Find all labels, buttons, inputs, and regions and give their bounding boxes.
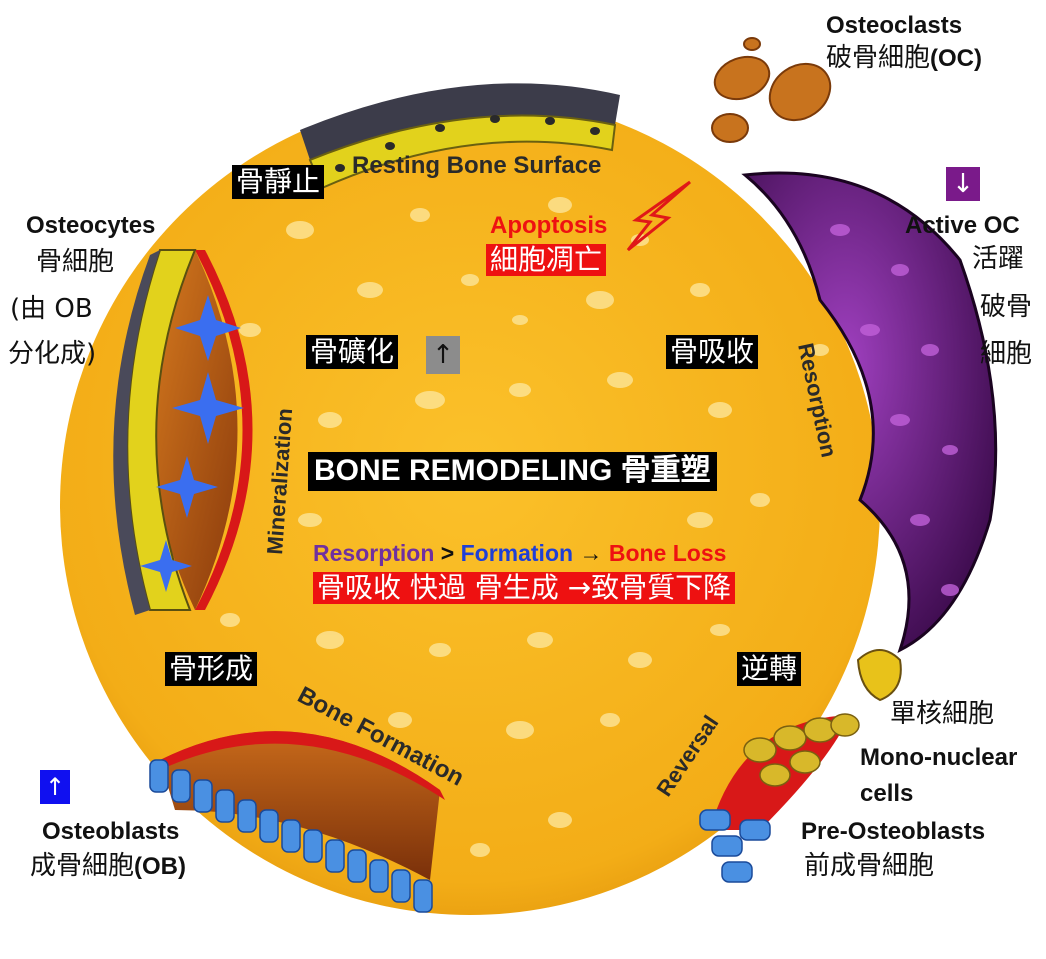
active-oc-label-zh-3: 細胞 <box>980 340 1032 370</box>
summary-zh: 骨吸收 快過 骨生成 →致骨質下降 <box>313 572 735 604</box>
mono-label-zh: 單核細胞 <box>890 700 994 730</box>
apoptosis-label-zh: 細胞凋亡 <box>486 244 606 276</box>
down-arrow-icon: ↓ <box>946 167 980 201</box>
active-oc-label-zh-2: 破骨 <box>980 293 1032 323</box>
resting-surface-label: Resting Bone Surface <box>352 152 601 180</box>
summary-loss: Bone Loss <box>609 540 727 566</box>
reversal-zh-label: 逆轉 <box>737 652 801 686</box>
osteoclasts-label-en: Osteoclasts <box>826 12 962 40</box>
resorption-zh-label: 骨吸收 <box>666 335 758 369</box>
right-arrow-icon: → <box>573 540 609 566</box>
osteoclasts-label-abbr: (OC) <box>930 45 982 72</box>
up-arrow-icon: ↑ <box>426 336 460 374</box>
active-oc-label-en: Active OC <box>905 212 1020 240</box>
formation-zh-label: 骨形成 <box>165 652 257 686</box>
osteocytes-label-zh: 骨細胞 <box>36 248 114 278</box>
mono-label-en-2: cells <box>860 780 913 808</box>
preob-label-zh: 前成骨細胞 <box>804 852 934 882</box>
resting-zh-label: 骨靜止 <box>232 165 324 199</box>
active-oc-label-zh-1: 活躍 <box>972 245 1024 275</box>
apoptosis-label-en: Apoptosis <box>490 212 607 240</box>
osteocytes-label-en: Osteocytes <box>26 212 155 240</box>
osteoblasts-label-en: Osteoblasts <box>42 818 179 846</box>
preob-label-en: Pre-Osteoblasts <box>801 818 985 846</box>
osteoblasts-label-zh: 成骨細胞(OB) <box>30 852 186 882</box>
osteoblasts-label-abbr: (OB) <box>134 853 186 880</box>
summary-resorption: Resorption <box>313 540 434 566</box>
mineralization-zh-label: 骨礦化 <box>306 335 398 369</box>
osteoclasts-label-zh: 破骨細胞(OC) <box>826 44 982 74</box>
osteoblasts-label-zh-text: 成骨細胞 <box>30 851 134 881</box>
diagram-title: BONE REMODELING 骨重塑 <box>308 452 717 491</box>
mono-label-en-1: Mono-nuclear <box>860 744 1017 772</box>
summary-line: Resorption > Formation → Bone Loss <box>313 540 726 566</box>
osteocytes-note-1: (由 OB <box>10 295 93 325</box>
osteoclasts-label-zh-text: 破骨細胞 <box>826 43 930 73</box>
osteoblast-up-arrow-icon: ↑ <box>40 770 70 804</box>
free-osteoclasts <box>709 38 841 142</box>
summary-formation: Formation <box>461 540 573 566</box>
osteocytes-note-2: 分化成) <box>8 340 96 370</box>
summary-gt: > <box>434 540 460 566</box>
